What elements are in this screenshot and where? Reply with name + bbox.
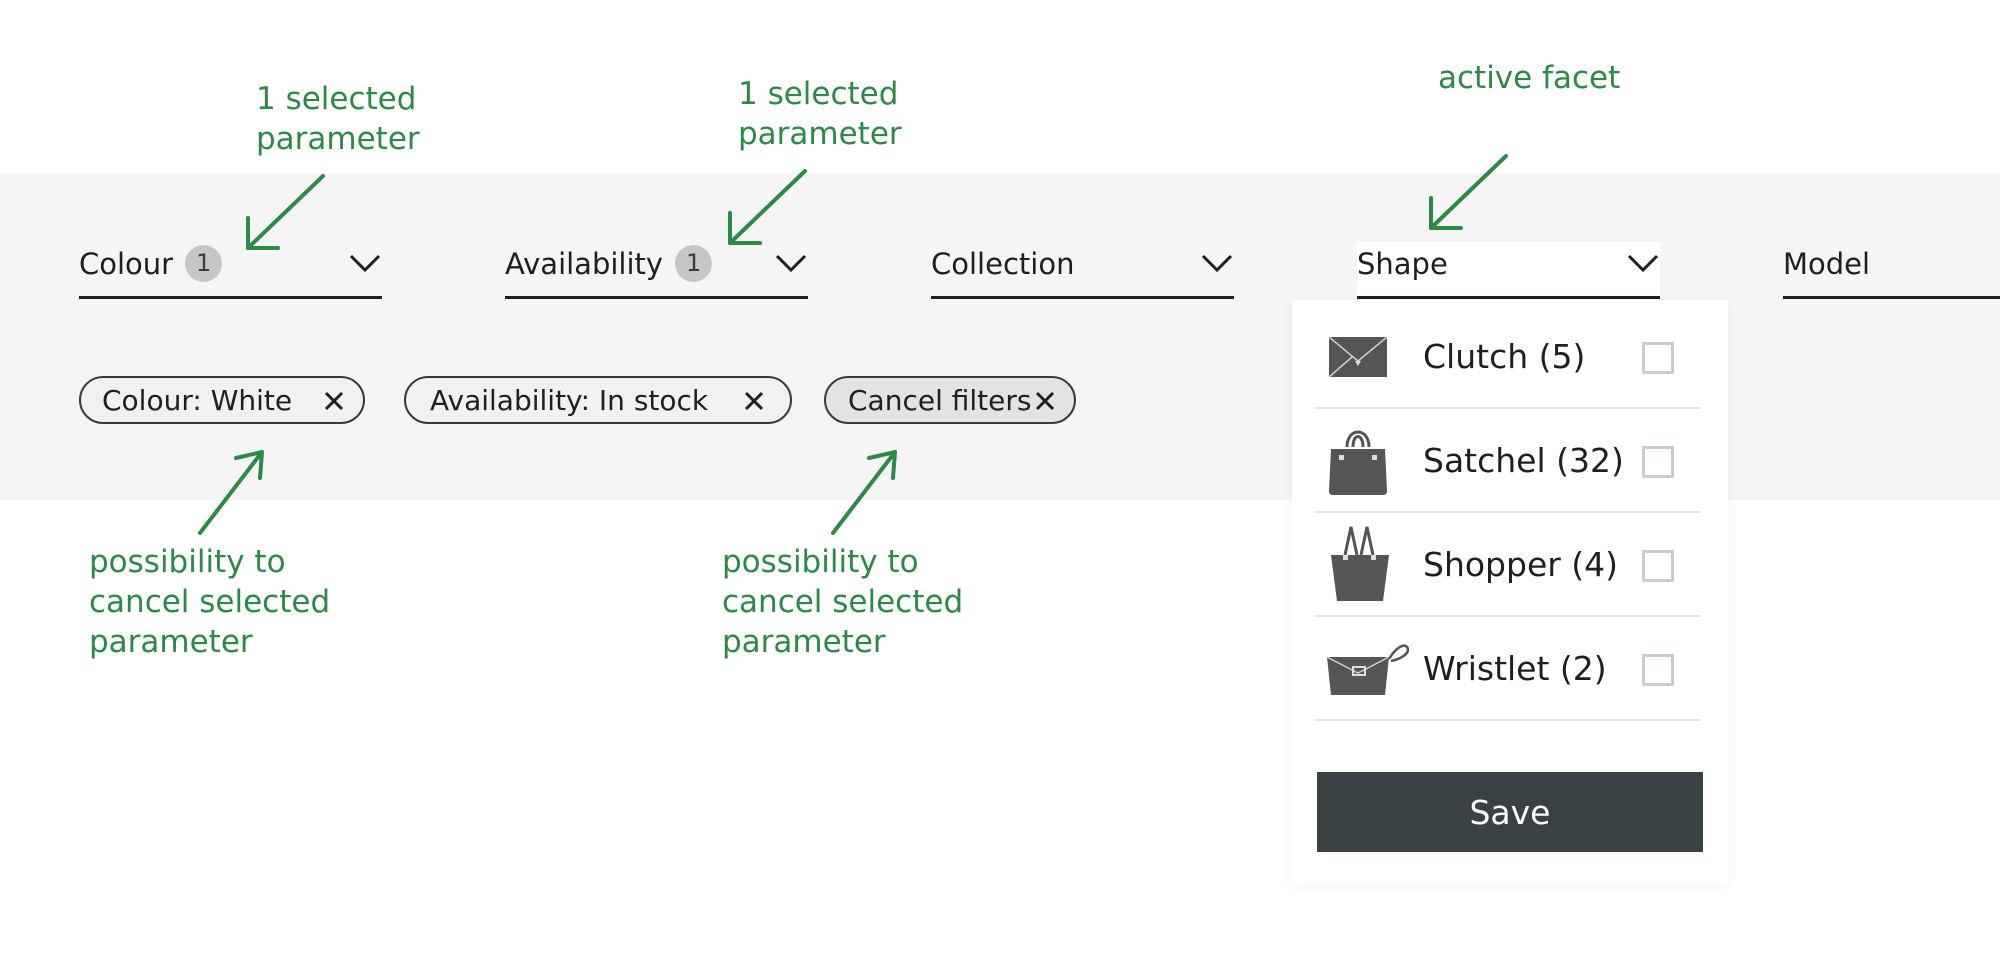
option-label: Clutch (5) xyxy=(1423,337,1586,376)
chip-label: Colour: White xyxy=(102,383,293,417)
annotation-cancel-filters: possibility to cancel selected parameter xyxy=(722,544,964,660)
chip-colour-white[interactable]: Colour: White xyxy=(79,376,365,424)
chip-label: Cancel filters xyxy=(848,383,1032,417)
shape-dropdown-panel: Clutch (5) Satchel (32) Shopper (4) xyxy=(1292,300,1728,885)
facet-label: Colour xyxy=(79,247,174,281)
chip-label: Availability: In stock xyxy=(430,383,709,417)
chevron-down-icon xyxy=(1627,254,1659,273)
facet-label: Model xyxy=(1783,247,1871,281)
option-label: Shopper (4) xyxy=(1423,545,1619,584)
cancel-filters-button[interactable]: Cancel filters xyxy=(824,376,1076,424)
selected-count-badge: 1 xyxy=(675,245,713,282)
facet-model[interactable]: Model xyxy=(1783,242,2000,299)
annotation-cancel-chip: possibility to cancel selected parameter xyxy=(89,544,331,660)
facet-availability[interactable]: Availability 1 xyxy=(505,242,808,299)
option-shopper[interactable]: Shopper (4) xyxy=(1315,513,1700,617)
wristlet-bag-icon xyxy=(1326,644,1409,695)
facet-colour[interactable]: Colour 1 xyxy=(79,242,382,299)
facet-label: Collection xyxy=(931,247,1075,281)
selected-count-badge: 1 xyxy=(185,245,223,282)
satchel-bag-icon xyxy=(1329,430,1387,495)
clutch-bag-icon xyxy=(1328,336,1388,378)
annotation-availability-count: 1 selected parameter xyxy=(738,76,902,152)
option-clutch[interactable]: Clutch (5) xyxy=(1315,305,1700,409)
chip-availability-in-stock[interactable]: Availability: In stock xyxy=(404,376,792,424)
close-icon[interactable] xyxy=(743,390,765,412)
annotation-colour-count: 1 selected parameter xyxy=(256,81,420,157)
facet-label: Shape xyxy=(1357,247,1448,281)
chevron-down-icon xyxy=(775,254,807,273)
option-label: Satchel (32) xyxy=(1423,441,1624,480)
option-label: Wristlet (2) xyxy=(1423,649,1607,688)
checkbox[interactable] xyxy=(1642,446,1674,478)
save-button[interactable]: Save xyxy=(1317,772,1703,852)
checkbox[interactable] xyxy=(1642,342,1674,374)
option-satchel[interactable]: Satchel (32) xyxy=(1315,409,1700,513)
facet-label: Availability xyxy=(505,247,664,281)
facet-shape[interactable]: Shape xyxy=(1357,242,1660,299)
annotation-active-facet: active facet xyxy=(1438,60,1621,96)
close-icon[interactable] xyxy=(323,390,345,412)
checkbox[interactable] xyxy=(1642,654,1674,686)
shopper-bag-icon xyxy=(1331,526,1389,601)
option-wristlet[interactable]: Wristlet (2) xyxy=(1315,617,1700,721)
chevron-down-icon xyxy=(1201,254,1233,273)
close-icon[interactable] xyxy=(1034,390,1056,412)
checkbox[interactable] xyxy=(1642,550,1674,582)
facet-collection[interactable]: Collection xyxy=(931,242,1234,299)
chevron-down-icon xyxy=(349,254,381,273)
